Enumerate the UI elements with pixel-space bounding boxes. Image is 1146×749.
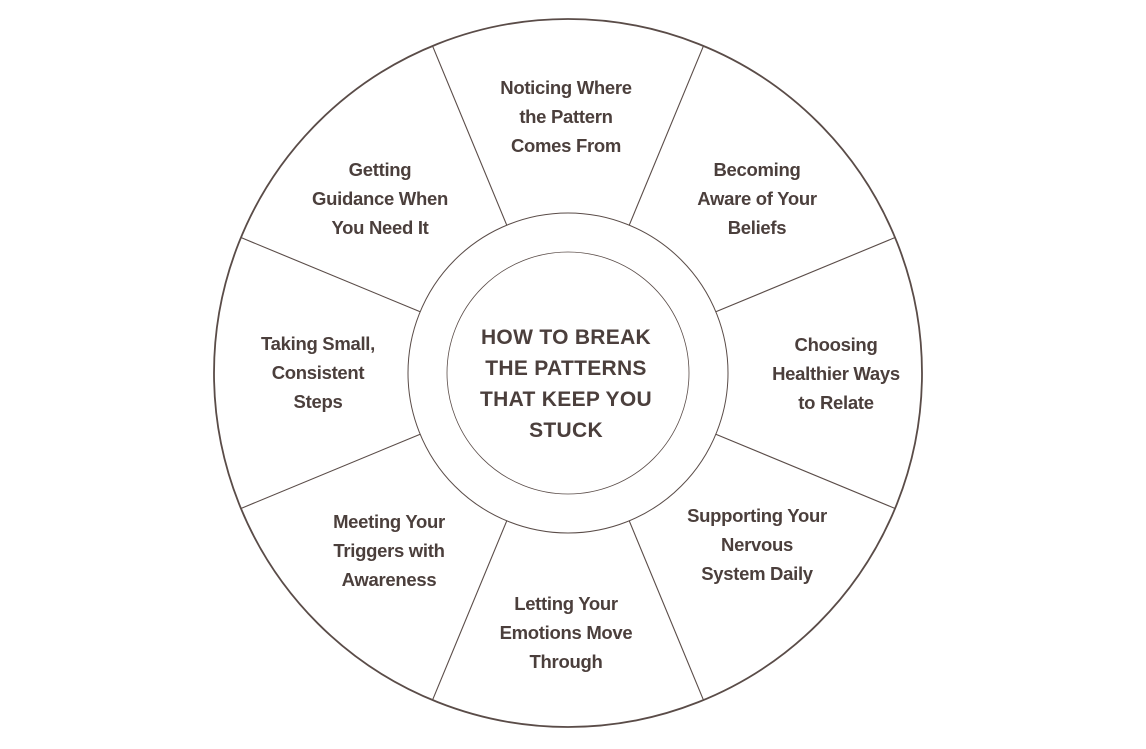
segment-line: Consistent (271, 362, 365, 383)
segment-line: Triggers with (333, 540, 445, 561)
center-title-line: STUCK (529, 419, 603, 442)
segment-line: Healthier Ways (772, 363, 900, 384)
segment-divider (715, 433, 896, 509)
segment-line: Becoming (713, 159, 801, 180)
segment-nervous-system: Supporting Your Nervous System Daily (687, 501, 827, 588)
segment-line: Getting (348, 159, 412, 180)
segment-line: to Relate (798, 392, 874, 413)
segment-divider (432, 45, 508, 226)
outer-circle (213, 18, 923, 728)
segment-emotions-move: Letting Your Emotions Move Through (500, 589, 633, 676)
center-title-line: HOW TO BREAK (480, 326, 652, 349)
segment-line: You Need It (331, 217, 429, 238)
center-title-line: THAT KEEP YOU (480, 388, 652, 411)
center-title-line: THE PATTERNS (485, 357, 647, 380)
segment-line: Through (529, 651, 603, 672)
segment-healthier-ways: Choosing Healthier Ways to Relate (772, 330, 900, 417)
center-title: HOW TO BREAK THE PATTERNS THAT KEEP YOU … (480, 322, 652, 446)
segment-small-steps: Taking Small, Consistent Steps (261, 329, 375, 416)
segment-line: Noticing Where (500, 77, 632, 98)
inner-ring-circle (407, 212, 729, 534)
segment-noticing-pattern: Noticing Where the Pattern Comes From (500, 73, 632, 160)
segment-line: Comes From (510, 135, 622, 156)
segment-line: the Pattern (519, 106, 613, 127)
segment-divider (628, 520, 704, 701)
segment-line: Guidance When (312, 188, 448, 209)
segment-getting-guidance: Getting Guidance When You Need It (312, 155, 448, 242)
segment-line: Aware of Your (697, 188, 817, 209)
segment-line: System Daily (701, 563, 813, 584)
segment-line: Taking Small, (261, 333, 375, 354)
segment-line: Choosing (794, 334, 878, 355)
center-circle (446, 251, 690, 495)
segment-line: Beliefs (727, 217, 787, 238)
segment-divider (628, 45, 704, 226)
segment-meeting-triggers: Meeting Your Triggers with Awareness (333, 507, 445, 594)
segment-line: Emotions Move (499, 622, 633, 643)
segment-aware-beliefs: Becoming Aware of Your Beliefs (697, 155, 817, 242)
segment-line: Steps (293, 391, 343, 412)
segment-line: Awareness (341, 569, 437, 590)
segment-line: Nervous (721, 534, 793, 555)
segment-divider (240, 237, 421, 313)
segment-line: Meeting Your (333, 511, 445, 532)
segment-divider (715, 237, 896, 313)
segment-divider (240, 433, 421, 509)
segment-divider (432, 520, 508, 701)
segment-line: Supporting Your (687, 505, 827, 526)
segment-line: Letting Your (514, 593, 618, 614)
